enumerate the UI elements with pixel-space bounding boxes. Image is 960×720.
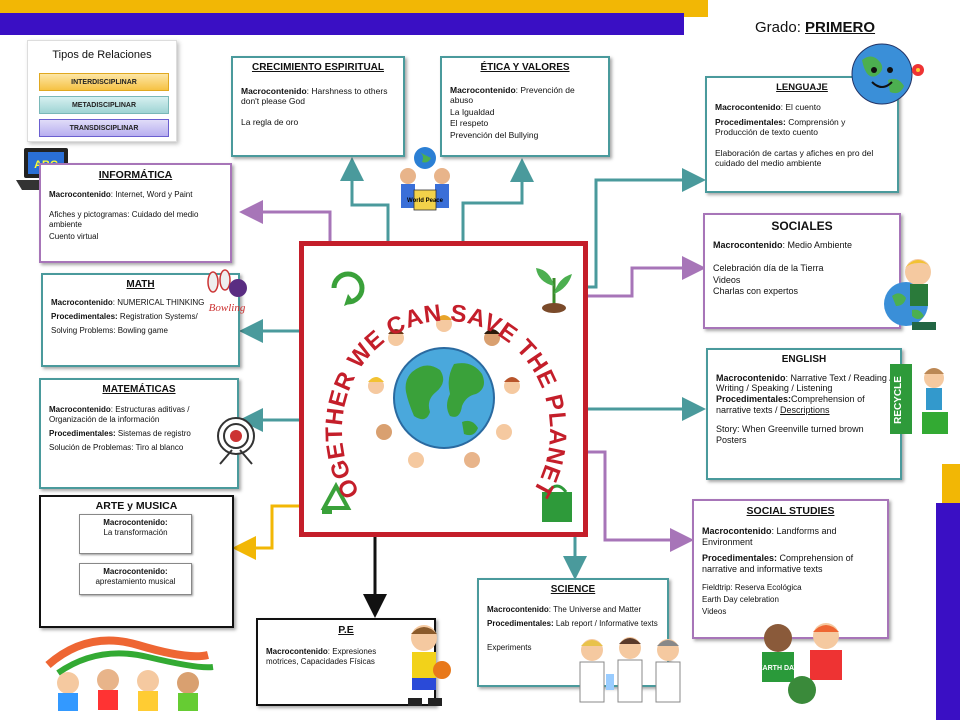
grade-header: Grado: PRIMERO: [755, 19, 875, 36]
informatica-title: INFORMÁTICA: [98, 169, 173, 181]
math-title: MATH: [126, 279, 155, 290]
etica-line2: La Igualdad: [450, 106, 495, 117]
relations-legend: Tipos de Relaciones INTERDISCIPLINAR MET…: [27, 40, 177, 142]
bowling-label: Bowling: [209, 302, 246, 314]
kids-painting-icon: [45, 636, 214, 711]
happy-globe-icon: [851, 43, 924, 105]
scientist-kids-icon: [579, 637, 681, 703]
box-crecimiento: CRECIMIENTO ESPIRITUAL Macrocontenido: H…: [231, 56, 405, 157]
english-macro: Macrocontenido: Narrative Text / Reading…: [716, 372, 892, 394]
arte-item-musical: Macrocontenido: aprestamiento musical: [79, 563, 192, 595]
grade-value: PRIMERO: [805, 19, 876, 36]
basketball-kid-icon: [408, 625, 451, 706]
box-pe: P.E Macrocontenido: Expresiones motrices…: [256, 618, 436, 706]
center-panel: TOGETHER WE CAN SAVE THE PLANET !: [297, 225, 588, 537]
social-studies-macro: Macrocontenido: Landforms and Environmen…: [702, 526, 837, 548]
box-math: MATH Macrocontenido: NUMERICAL THINKING …: [41, 273, 240, 367]
arte-title: ARTE y MUSICA: [95, 500, 178, 512]
science-title: SCIENCE: [550, 584, 596, 595]
box-social-studies: SOCIAL STUDIES Macrocontenido: Landforms…: [692, 499, 889, 639]
sociales-title: SOCIALES: [771, 219, 833, 233]
world-peace-label: World Peace: [407, 198, 444, 204]
informatica-macro: Macrocontenido: Internet, Word y Paint: [49, 190, 193, 200]
informatica-line3: Cuento virtual: [49, 232, 99, 242]
bowling-icon: Bowling: [207, 269, 247, 314]
arte-item-transformacion: Macrocontenido: La transformación: [79, 514, 192, 554]
science-macro: Macrocontenido: The Universe and Matter: [487, 604, 642, 614]
science-line3: Experiments: [487, 642, 532, 652]
center-graphic: TOGETHER WE CAN SAVE THE PLANET !: [297, 225, 572, 522]
line-lenguaje: [588, 168, 706, 289]
line-etica: [461, 158, 534, 242]
recycle-bottom-icon: [320, 481, 352, 514]
crecimiento-line2: La regla de oro: [241, 116, 299, 127]
relations-title: Tipos de Relaciones: [52, 49, 152, 61]
globe-icon: [393, 347, 495, 449]
pe-macro: Macrocontenido: Expresiones motrices, Ca…: [266, 647, 377, 667]
line-crecimiento: [340, 157, 390, 242]
relation-interdisciplinar: INTERDISCIPLINAR: [39, 73, 169, 91]
world-peace-icon: World Peace: [400, 147, 450, 211]
lenguaje-title: LENGUAJE: [776, 82, 828, 93]
line-informatica: [239, 200, 332, 242]
english-title: ENGLISH: [781, 354, 827, 365]
sociales-line2: Celebración día de la Tierra: [713, 263, 824, 274]
recycle-green-icon: [331, 271, 365, 306]
social-studies-line4: Earth Day celebration: [702, 595, 779, 605]
etica-line3: El respeto: [450, 118, 489, 129]
etica-macro: Macrocontenido: Prevención de abuso: [450, 84, 575, 106]
math-proc: Procedimentales: Registration Systems/: [51, 311, 198, 321]
informatica-line2: Afiches y pictogramas: Cuidado del medio…: [49, 210, 199, 230]
etica-line4: Prevención del Bullying: [450, 130, 539, 140]
matematicas-title: MATEMÁTICAS: [102, 384, 176, 395]
green-bag-icon: [542, 484, 572, 522]
sociales-macro: Macrocontenido: Medio Ambiente: [713, 240, 853, 250]
top-gold-bar: [0, 0, 708, 17]
earth-day-label: EARTH DAY: [758, 665, 799, 672]
line-social-studies: [588, 450, 694, 552]
line-sociales: [588, 256, 706, 298]
kids-around-globe-icon: [368, 315, 520, 468]
recycle-kid-icon: RECYCLE: [890, 364, 948, 434]
earth-day-kids-icon: EARTH DAY: [758, 623, 842, 704]
target-icon: [217, 417, 255, 465]
english-proc: Procedimentales:Comprehension of narrati…: [716, 394, 865, 415]
social-studies-proc: Procedimentales: Comprehension of narrat…: [702, 552, 854, 574]
box-matematicas: MATEMÁTICAS Macrocontenido: Estructuras …: [39, 378, 239, 489]
box-etica: ÉTICA Y VALORES Macrocontenido: Prevenci…: [440, 56, 610, 157]
science-proc: Procedimentales: Lab report / Informativ…: [487, 618, 658, 628]
box-informatica: INFORMÁTICA Macrocontenido: Internet, Wo…: [39, 163, 232, 263]
crecimiento-title: CRECIMIENTO ESPIRITUAL: [251, 62, 385, 73]
grade-label: Grado:: [755, 19, 801, 36]
box-english: ENGLISH Macrocontenido: Narrative Text /…: [706, 348, 902, 480]
recycle-label: RECYCLE: [893, 376, 904, 424]
math-line3: Solving Problems: Bowling game: [51, 325, 168, 335]
social-studies-line3: Fieldtrip: Reserva Ecológica: [702, 583, 802, 593]
lenguaje-line3: Elaboración de cartas y afiches en pro d…: [715, 147, 874, 169]
right-indigo-bar: [936, 503, 960, 720]
sociales-line3: Videos: [713, 274, 741, 285]
math-macro: Macrocontenido: NUMERICAL THINKING: [51, 297, 205, 307]
etica-title: ÉTICA Y VALORES: [480, 62, 570, 73]
matematicas-proc: Procedimentales: Sistemas de registro: [49, 428, 191, 438]
matematicas-line3: Solución de Problemas: Tiro al blanco: [49, 442, 184, 452]
english-line3: Story: When Greenville turned brown: [716, 423, 864, 434]
plant-icon: [536, 268, 572, 313]
kid-globe-icon: [884, 259, 936, 330]
box-sociales: SOCIALES Macrocontenido: Medio Ambiente …: [703, 213, 901, 329]
relation-metadisciplinar: METADISCIPLINAR: [39, 96, 169, 114]
social-studies-line5: Videos: [702, 607, 727, 617]
crecimiento-macro: Macrocontenido: Harshness to others don'…: [241, 85, 388, 107]
social-studies-title: SOCIAL STUDIES: [746, 505, 835, 517]
lenguaje-proc: Procedimentales: Comprensión y Producció…: [715, 116, 846, 138]
sociales-line4: Charlas con expertos: [713, 285, 799, 296]
matematicas-macro: Macrocontenido: Estructuras aditivas / O…: [49, 404, 190, 424]
english-line4: Posters: [716, 434, 747, 445]
line-arte: [232, 504, 300, 560]
lenguaje-macro: Macrocontenido: El cuento: [715, 101, 821, 112]
relation-transdisciplinar: TRANSDISCIPLINAR: [39, 119, 169, 137]
pe-title: P.E: [338, 624, 354, 636]
top-indigo-bar: [0, 13, 684, 35]
